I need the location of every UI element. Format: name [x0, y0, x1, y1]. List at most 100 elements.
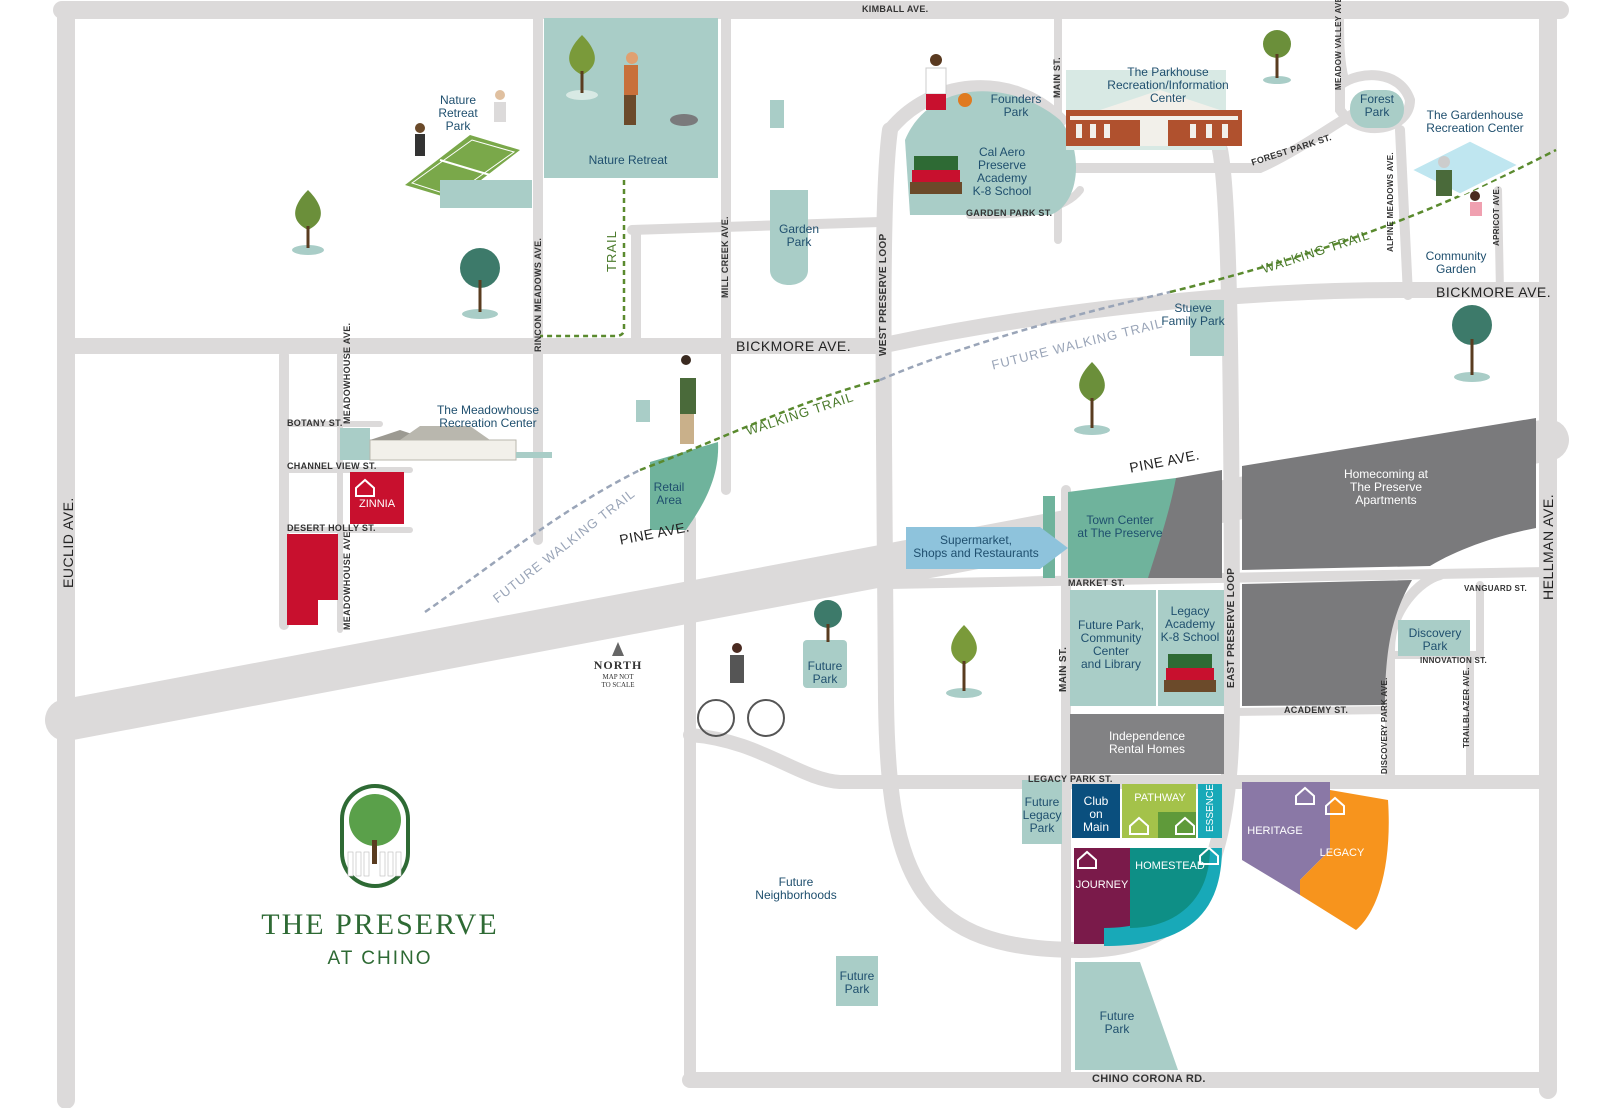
zinnia-south [287, 534, 338, 625]
street-meadowhouse-north: MEADOWHOUSE AVE. [342, 322, 352, 424]
books-icon [1164, 654, 1216, 692]
park-small-1 [770, 100, 784, 128]
label-forest-park: Forest Park [1359, 92, 1394, 119]
parkhouse-building-icon [1066, 90, 1242, 146]
street-meadowhouse-south: MEADOWHOUSE AVE. [342, 528, 352, 630]
park-stueve [1190, 300, 1224, 356]
basketball-player-icon [925, 54, 972, 110]
park-future-2 [836, 956, 878, 1006]
label-discovery-park: Discovery Park [1408, 626, 1462, 653]
apartments-south [1242, 580, 1412, 706]
heritage-block [1242, 782, 1330, 895]
label-homestead[interactable]: HOMESTEAD [1135, 860, 1205, 872]
trails [424, 148, 1557, 614]
home-icon [355, 478, 375, 497]
label-future-park-3: Future Park [1099, 1009, 1135, 1036]
road-garden-park [627, 217, 885, 235]
street-alpine-meadows: ALPINE MEADOWS AVE. [1386, 152, 1395, 252]
homestead-block [1104, 848, 1222, 946]
tree-icon [566, 35, 598, 100]
home-icon [1129, 816, 1149, 835]
road-discovery-park-ave [1385, 570, 1445, 785]
homestead-inner [1130, 848, 1210, 928]
street-main-south: MAIN ST. [1058, 646, 1069, 692]
label-legacy-academy: Legacy Academy K-8 School [1160, 604, 1220, 644]
label-supermarket[interactable]: Supermarket, Shops and Restaurants [913, 533, 1039, 560]
north-indicator: NORTH MAP NOT TO SCALE [588, 640, 648, 689]
road-west-loop [875, 122, 1088, 958]
label-future-park-community: Future Park, Community Center and Librar… [1077, 618, 1145, 671]
road-forest-circle [1335, 70, 1416, 133]
road-apricot [1494, 186, 1504, 296]
label-pathway[interactable]: PATHWAY [1134, 792, 1186, 804]
tree-icon [292, 190, 324, 255]
scale-note: MAP NOT TO SCALE [601, 673, 635, 689]
park-garden [770, 190, 808, 285]
north-label: NORTH [593, 658, 643, 672]
street-academy: ACADEMY ST. [1284, 705, 1349, 715]
park-small-2 [636, 400, 650, 422]
label-zinnia[interactable]: ZINNIA [358, 498, 396, 510]
independence-rental [1070, 714, 1224, 774]
tree-icon [1074, 362, 1110, 435]
cyclist-icon [697, 643, 785, 737]
road-loop-top [883, 80, 1067, 137]
future-trail-east [879, 290, 1171, 382]
street-innovation: INNOVATION ST. [1420, 656, 1488, 665]
brand-subtitle: AT CHINO [327, 948, 433, 969]
town-center [1068, 478, 1176, 578]
label-legacy[interactable]: LEGACY [1319, 847, 1365, 859]
road-legacy-park [683, 728, 1555, 789]
street-east-preserve-loop: EAST PRESERVE LOOP [1226, 567, 1237, 688]
trees [292, 30, 1492, 698]
tennis-players-icon [415, 90, 506, 156]
street-meadow-valley: MEADOW VALLEY AVE. [1334, 0, 1343, 90]
people-icons [415, 52, 1482, 737]
label-nature-retreat: Nature Retreat [588, 153, 668, 167]
home-icon [1295, 786, 1315, 805]
park-forest [1350, 90, 1404, 128]
trail-label: TRAIL [604, 230, 619, 272]
pool-icon [1406, 138, 1524, 197]
park-retail [650, 442, 719, 530]
north-arrow-icon [612, 642, 624, 656]
label-journey[interactable]: JOURNEY [1075, 879, 1129, 891]
label-essence[interactable]: ESSENCE [1205, 784, 1216, 832]
street-botany: BOTANY ST. [287, 418, 343, 428]
road-alpine [1395, 125, 1413, 300]
park-future-community [1070, 590, 1156, 706]
developments [287, 418, 1536, 946]
label-gardenhouse: The Gardenhouse Recreation Center [1426, 108, 1524, 135]
road-meadow-valley [1336, 6, 1349, 84]
label-heritage[interactable]: HERITAGE [1247, 825, 1303, 837]
street-market: MARKET ST. [1068, 578, 1125, 588]
label-parkhouse: The Parkhouse Recreation/Information Cen… [1107, 65, 1229, 105]
street-west-preserve-loop: WEST PRESERVE LOOP [878, 233, 889, 356]
trail-nature [540, 180, 626, 338]
tree-icon [946, 625, 982, 698]
parent-child-icon [680, 355, 696, 444]
label-club-on-main[interactable]: Club on Main [1082, 794, 1109, 834]
street-apricot: APRICOT AVE. [1492, 186, 1501, 246]
gardener-icon [1436, 156, 1482, 216]
tree-icon [1263, 30, 1291, 84]
tree-icon [814, 600, 842, 642]
club-on-main [1072, 784, 1120, 838]
brand-title: THE PRESERVE [261, 908, 499, 941]
street-vanguard: VANGUARD ST. [1464, 584, 1528, 593]
tennis-court-icon [405, 135, 532, 208]
street-euclid: EUCLID AVE. [60, 497, 76, 588]
town-center-gray [1148, 470, 1222, 578]
tree-icon [1452, 305, 1492, 382]
label-garden-park: Garden Park [778, 222, 820, 249]
street-bickmore-east: BICKMORE AVE. [1436, 284, 1552, 300]
home-icon [1175, 816, 1195, 835]
supermarket-callout [906, 527, 1068, 569]
home-icon [1199, 846, 1219, 865]
park-meadowhouse [340, 428, 370, 460]
label-future-park-1: Future Park [807, 659, 843, 686]
road-academy [1228, 706, 1394, 716]
street-kimball: KIMBALL AVE. [862, 4, 929, 14]
label-future-neighborhoods: Future Neighborhoods [755, 875, 837, 902]
